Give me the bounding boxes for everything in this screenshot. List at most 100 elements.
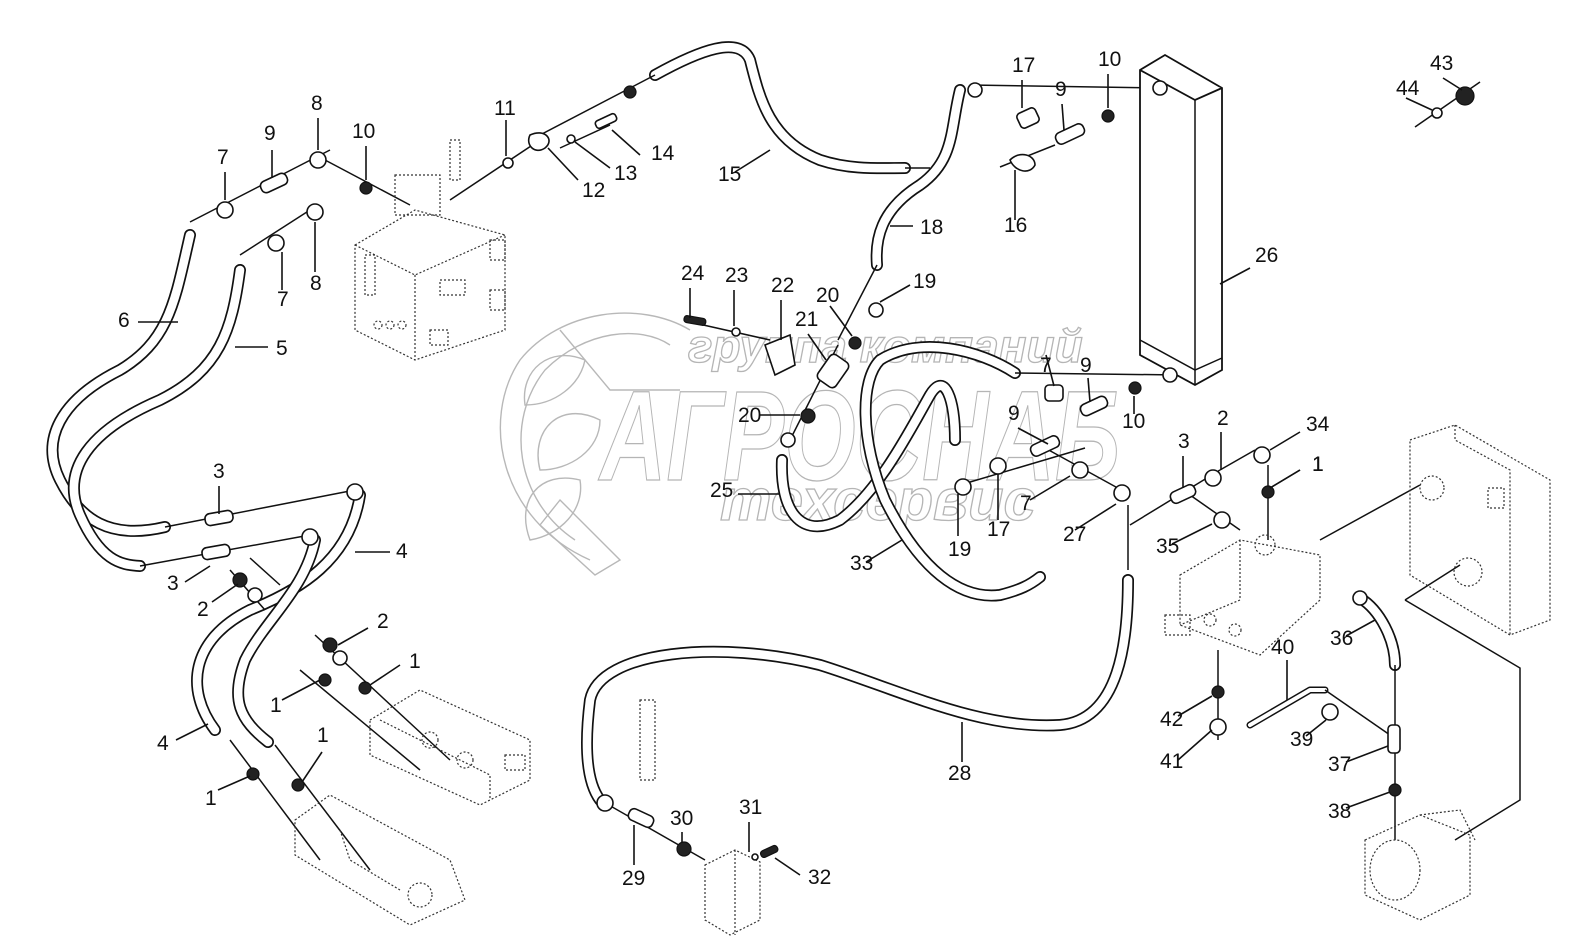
callout-37: 37 xyxy=(1328,745,1389,776)
callouts: 1111112223334456777788999910101011121314… xyxy=(118,48,1463,890)
fitting-27 xyxy=(1113,484,1131,502)
callout-number: 13 xyxy=(614,162,637,185)
callout-20: 20 xyxy=(816,284,853,337)
fitting-20a xyxy=(848,336,862,350)
callout-number: 11 xyxy=(494,97,516,120)
callout-39: 39 xyxy=(1290,719,1327,751)
fitting-2b xyxy=(322,637,338,653)
hose-end-36 xyxy=(1352,590,1368,606)
callout-number: 2 xyxy=(197,598,209,621)
callout-38: 38 xyxy=(1328,791,1391,823)
callout-number: 19 xyxy=(913,270,936,293)
fitting-37 xyxy=(1387,724,1401,754)
fitting-35 xyxy=(1213,511,1231,529)
callout-number: 28 xyxy=(948,762,971,785)
callout-19: 19 xyxy=(879,270,936,303)
gearbox-housing xyxy=(1409,424,1551,636)
hose-36 xyxy=(1354,592,1401,671)
callout-number: 24 xyxy=(681,262,705,285)
callout-leader-line xyxy=(574,141,611,169)
callout-number: 41 xyxy=(1160,750,1183,773)
callout-number: 1 xyxy=(270,694,282,717)
callout-number: 7 xyxy=(277,288,289,311)
callout-2: 2 xyxy=(1217,407,1229,470)
callout-7: 7 xyxy=(1040,354,1055,387)
callout-leader-line xyxy=(184,565,211,583)
callout-leader-line xyxy=(301,751,323,783)
hydraulic-pump xyxy=(1164,534,1321,656)
hydraulic-tank xyxy=(354,139,506,361)
callout-number: 40 xyxy=(1271,636,1294,659)
callout-number: 16 xyxy=(1004,214,1027,237)
callout-number: 9 xyxy=(1055,78,1067,101)
washer-13 xyxy=(566,134,576,144)
callout-number: 44 xyxy=(1396,77,1420,100)
callout-number: 2 xyxy=(377,610,389,633)
callout-16: 16 xyxy=(1004,170,1027,237)
fitting-17a xyxy=(1016,107,1040,129)
callout-number: 15 xyxy=(718,163,741,186)
fitting-29 xyxy=(627,807,655,829)
callout-24: 24 xyxy=(681,262,705,318)
pipe-40 xyxy=(1246,686,1329,729)
callout-25: 25 xyxy=(710,479,780,502)
callout-number: 2 xyxy=(1217,407,1229,430)
callout-3: 3 xyxy=(213,460,225,514)
callout-43: 43 xyxy=(1430,52,1463,91)
callout-leader-line xyxy=(829,305,853,337)
callout-number: 31 xyxy=(739,796,762,819)
watermark: группа компаний АГРОСНАБ техсервис xyxy=(499,312,1121,576)
callout-leader-line xyxy=(1171,523,1213,545)
callout-number: 3 xyxy=(213,460,225,483)
callout-41: 41 xyxy=(1160,729,1213,773)
callout-number: 25 xyxy=(710,479,733,502)
callout-12: 12 xyxy=(547,147,605,202)
bolt-24 xyxy=(683,315,707,326)
callout-number: 35 xyxy=(1156,535,1179,558)
callout-number: 22 xyxy=(771,274,794,297)
callout-number: 29 xyxy=(622,867,645,890)
callout-leader-line xyxy=(774,857,801,876)
fitting-1f xyxy=(1261,485,1275,499)
fitting-9c xyxy=(1079,395,1109,417)
callout-number: 7 xyxy=(217,146,229,169)
hose-end-4a xyxy=(346,483,364,501)
fitting-3b xyxy=(201,543,231,561)
callout-number: 10 xyxy=(352,120,375,143)
callout-number: 17 xyxy=(987,518,1010,541)
callout-2: 2 xyxy=(197,583,239,621)
o-ring-31 xyxy=(751,853,759,861)
callout-44: 44 xyxy=(1396,77,1433,111)
distribution-block xyxy=(639,699,761,936)
fitting-34 xyxy=(1253,446,1271,464)
fitting-1d xyxy=(291,778,305,792)
callout-number: 26 xyxy=(1255,244,1278,267)
callout-1: 1 xyxy=(270,679,321,717)
fitting-1b xyxy=(358,681,372,695)
fitting-7a xyxy=(216,201,234,219)
callout-29: 29 xyxy=(622,825,645,890)
callout-number: 1 xyxy=(1312,453,1324,476)
callout-8: 8 xyxy=(310,222,322,295)
callout-34: 34 xyxy=(1269,413,1330,451)
callout-21: 21 xyxy=(795,308,827,361)
radiator-port-top xyxy=(1152,80,1168,96)
callout-1: 1 xyxy=(1269,453,1324,489)
callout-42: 42 xyxy=(1160,695,1213,731)
callout-2: 2 xyxy=(337,610,389,646)
callout-number: 12 xyxy=(582,179,605,202)
callout-number: 19 xyxy=(948,538,971,561)
callout-leader-line xyxy=(734,149,771,173)
callout-leader-line xyxy=(611,129,641,156)
callout-11: 11 xyxy=(494,97,516,156)
callout-40: 40 xyxy=(1271,636,1294,700)
callout-leader-line xyxy=(865,539,903,563)
callout-number: 37 xyxy=(1328,753,1351,776)
callout-20: 20 xyxy=(738,404,800,427)
callout-leader-line xyxy=(175,723,209,741)
sensor-32 xyxy=(759,844,779,859)
hose-4a xyxy=(191,489,366,736)
callout-number: 27 xyxy=(1063,523,1086,546)
callout-number: 34 xyxy=(1306,413,1330,436)
